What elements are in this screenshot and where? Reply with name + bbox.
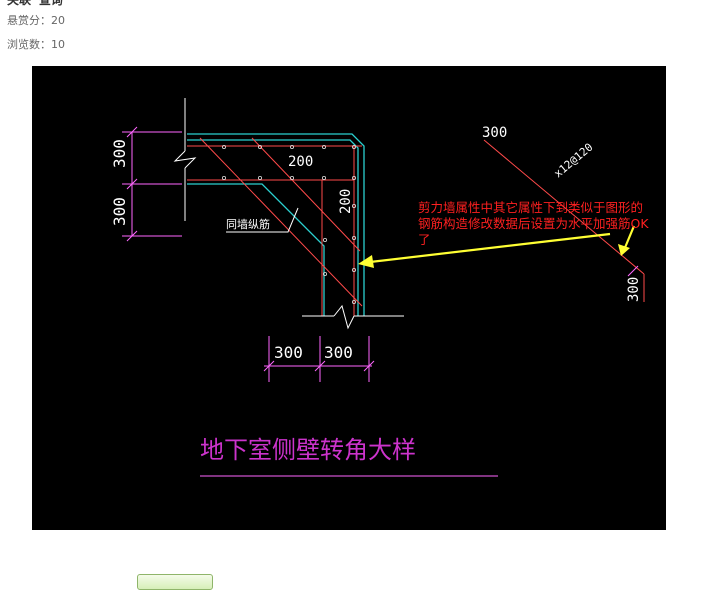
drawing-title: 地下室侧壁转角大样 [200,436,416,464]
reward-row: 悬赏分：20 [7,12,65,28]
dim-right-top: 300 [482,125,507,141]
views-row: 浏览数：10 [7,36,65,52]
views-label: 浏览数： [7,38,51,51]
action-button[interactable] [137,574,213,590]
annotation-text: 剪力墙属性中其它属性下到类似于图形的 钢筋构造修改数据后设置为水平加强筋OK 了 [418,200,649,247]
dim-left-lower: 300 [110,197,129,226]
right-dim-tick [627,265,639,277]
wall-break-line [173,98,197,221]
dim-bottom-right: 300 [324,343,353,362]
bottom-dimension-lines [263,336,375,382]
dim-left-upper: 300 [110,139,129,168]
dim-side-200: 200 [338,189,354,214]
right-detail-lines [483,139,645,302]
left-dimension-lines [122,126,182,242]
dim-bottom-left: 300 [274,343,303,362]
wall-outline [187,133,365,316]
question-title-cut: 关联“查询” [7,0,71,7]
dim-right-side: 300 [626,277,642,302]
rebar-spec: x12@120 [552,141,596,181]
annotation-arrows [358,225,636,268]
bottom-break-line [302,304,404,330]
annotation-line-2: 钢筋构造修改数据后设置为水平加强筋OK [418,216,649,231]
annotation-line-1: 剪力墙属性中其它属性下到类似于图形的 [418,200,643,215]
label-wall-rebar: 同墙纵筋 [226,217,270,231]
dim-top-200: 200 [288,154,313,170]
rebar-lines [187,137,363,316]
reward-label: 悬赏分： [7,14,51,27]
cad-drawing-canvas: 300 300 200 200 300 300 300 300 x12@120 … [110,98,649,477]
annotation-line-3: 了 [418,232,431,247]
views-value: 10 [51,38,65,51]
label-leader [226,207,299,233]
cad-drawing-image[interactable]: 300 300 200 200 300 300 300 300 x12@120 … [32,66,666,530]
rebar-dots [221,145,356,304]
reward-value: 20 [51,14,65,27]
